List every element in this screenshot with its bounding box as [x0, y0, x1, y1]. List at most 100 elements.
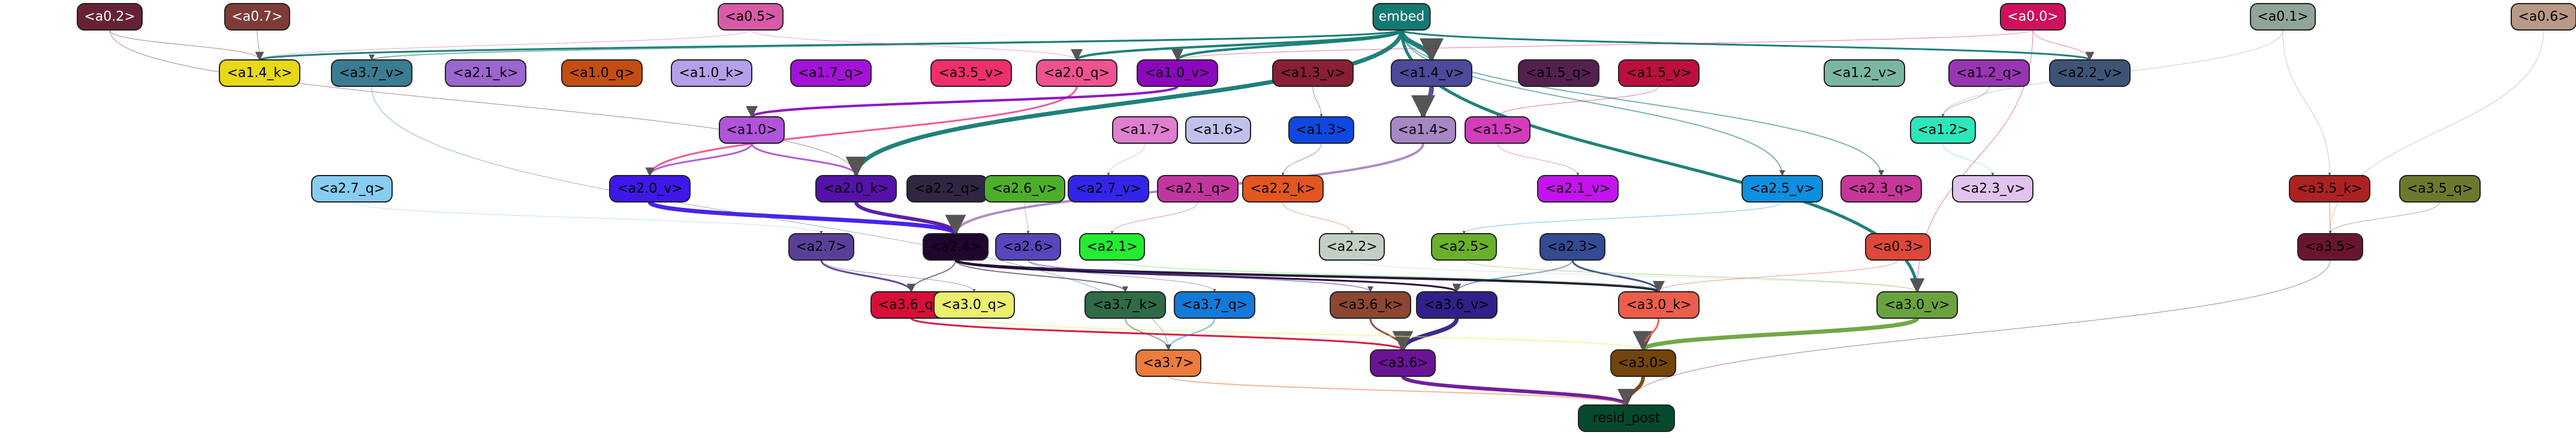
node-a2-7-q[interactable]: <a2.7_q>: [311, 175, 393, 203]
node-a2-1-k[interactable]: <a2.1_k>: [445, 59, 526, 87]
node-a3-2-q[interactable]: <a2.2_q>: [906, 175, 988, 203]
node-box: [311, 175, 393, 203]
node-a0-6[interactable]: <a0.6>: [2511, 3, 2576, 31]
edge-a3.5_q-to-a3.5: [2328, 201, 2441, 234]
node-a2-0-q[interactable]: <a2.0_q>: [1036, 59, 1117, 87]
node-a1-5[interactable]: <a1.5>: [1465, 116, 1530, 144]
node-label: <a1.7>: [1119, 123, 1170, 138]
node-label: <a3.6_q>: [878, 298, 944, 313]
node-a2-1-q[interactable]: <a2.1_q>: [1157, 175, 1239, 203]
edge-a3.6_q-to-a3.6: [910, 317, 1408, 351]
node-a0-2[interactable]: <a0.2>: [77, 3, 143, 31]
node-a3-0-v[interactable]: <a3.0_v>: [1876, 291, 1958, 319]
node-a0-1[interactable]: <a0.1>: [2250, 3, 2316, 31]
node-a3-6-k[interactable]: <a3.6_k>: [1330, 291, 1411, 319]
node-label: <a1.4>: [1397, 123, 1448, 138]
node-label: <a3.5_v>: [938, 66, 1004, 81]
edge-a2.0_v-to-a2.4: [647, 200, 966, 236]
edge-a2.7_q-to-a2.7: [351, 201, 823, 234]
node-embed[interactable]: embed: [1372, 3, 1431, 31]
node-a1-4[interactable]: <a1.4>: [1390, 116, 1456, 144]
node-label: <a3.5_q>: [2407, 182, 2473, 197]
node-label: resid_post: [1593, 411, 1661, 426]
node-a2-7-v[interactable]: <a2.7_v>: [1068, 175, 1149, 203]
node-a0-5[interactable]: <a0.5>: [718, 3, 784, 31]
node-a3-6-v[interactable]: <a3.6_v>: [1416, 291, 1498, 319]
node-a2-3-q[interactable]: <a2.3_q>: [1840, 175, 1922, 203]
node-a3-6-q[interactable]: <a3.6_q>: [870, 291, 952, 319]
node-a3-0[interactable]: <a3.0>: [1610, 349, 1676, 377]
node-a1-0-v[interactable]: <a1.0_v>: [1137, 59, 1218, 87]
node-label: <a3.7_q>: [1182, 298, 1248, 313]
node-a2-7[interactable]: <a2.7>: [788, 233, 854, 261]
edge-a3.0-to-resid_post: [1617, 376, 1645, 407]
node-a2-4[interactable]: <a2.4>: [923, 233, 989, 261]
node-box: [788, 233, 854, 261]
node-box: [1390, 116, 1456, 144]
node-a3-5[interactable]: <a3.5>: [2297, 233, 2363, 261]
node-a1-7[interactable]: <a1.7>: [1112, 116, 1178, 144]
node-label: embed: [1379, 10, 1424, 25]
node-a2-3[interactable]: <a2.3>: [1539, 233, 1605, 261]
node-a2-5-v[interactable]: <a2.5_v>: [1742, 175, 1823, 203]
node-a2-2-v[interactable]: <a2.2_v>: [2049, 59, 2131, 87]
node-a2-2-k[interactable]: <a2.2_k>: [1242, 175, 1324, 203]
edge-a2.2_k-to-a2.2: [1282, 201, 1354, 234]
node-a1-6[interactable]: <a1.6>: [1185, 116, 1251, 144]
node-a1-5-q[interactable]: <a1.5_q>: [1518, 59, 1599, 87]
node-label: <a1.5>: [1472, 123, 1523, 138]
node-a2-6[interactable]: <a2.6>: [995, 233, 1061, 261]
node-a1-3-v[interactable]: <a1.3_v>: [1272, 59, 1354, 87]
edge-a2.1-to-a3.0_k: [1111, 259, 1661, 292]
node-a0-7[interactable]: <a0.7>: [224, 3, 290, 31]
node-a1-0-q[interactable]: <a1.0_q>: [561, 59, 643, 87]
node-label: <a1.2>: [1917, 123, 1968, 138]
node-a1-2-q[interactable]: <a1.2_q>: [1948, 59, 2030, 87]
node-a3-0-k[interactable]: <a3.0_k>: [1618, 291, 1700, 319]
edge-a2.4-to-a3.7_k: [955, 259, 1128, 292]
edge-a0.2-to-a2.0_k: [109, 29, 858, 176]
node-box: [1465, 116, 1530, 144]
node-a3-0-q[interactable]: <a3.0_q>: [933, 291, 1015, 319]
edge-a3.5-to-resid_post: [1625, 259, 2331, 406]
node-a1-5-v[interactable]: <a1.5_v>: [1618, 59, 1700, 87]
node-a2-1-v[interactable]: <a2.1_v>: [1537, 175, 1619, 203]
node-a1-7-q[interactable]: <a1.7_q>: [790, 59, 872, 87]
node-a1-2[interactable]: <a1.2>: [1910, 116, 1976, 144]
node-a3-7[interactable]: <a3.7>: [1135, 349, 1201, 377]
node-label: <a3.0_k>: [1626, 298, 1691, 313]
node-box: [2049, 59, 2131, 87]
node-a2-0-k[interactable]: <a2.0_k>: [815, 175, 897, 203]
node-a1-4-k[interactable]: <a1.4_k>: [219, 59, 300, 87]
edge-a3.0_q-to-a3.0: [974, 318, 1646, 351]
node-a2-0-v[interactable]: <a2.0_v>: [609, 175, 691, 203]
node-box: [2250, 3, 2316, 31]
node-a2-1[interactable]: <a2.1>: [1079, 233, 1145, 261]
node-box: [1865, 233, 1931, 261]
node-a3-5-k[interactable]: <a3.5_k>: [2289, 175, 2370, 203]
node-a3-7-q[interactable]: <a3.7_q>: [1174, 291, 1255, 319]
node-label: <a0.2>: [84, 10, 135, 25]
node-a2-6-v[interactable]: <a2.6_v>: [984, 175, 1065, 203]
node-a3-5-q[interactable]: <a3.5_q>: [2399, 175, 2481, 203]
node-a2-2[interactable]: <a2.2>: [1319, 233, 1385, 261]
node-a3-7-v[interactable]: <a3.7_v>: [331, 59, 412, 87]
node-a1-0-k[interactable]: <a1.0_k>: [671, 59, 752, 87]
node-a3-6[interactable]: <a3.6>: [1370, 349, 1436, 377]
node-a1-0[interactable]: <a1.0>: [719, 116, 785, 144]
node-a0-3[interactable]: <a0.3>: [1865, 233, 1931, 261]
node-a3-5-v[interactable]: <a3.5_v>: [930, 59, 1012, 87]
node-box: [815, 175, 897, 203]
node-a1-3[interactable]: <a1.3>: [1288, 116, 1354, 144]
node-box: [1840, 175, 1922, 203]
node-a2-5[interactable]: <a2.5>: [1431, 233, 1497, 261]
node-a3-7-k[interactable]: <a3.7_k>: [1084, 291, 1166, 319]
node-resid-post[interactable]: resid_post: [1578, 404, 1675, 432]
node-label: <a2.1_k>: [453, 66, 518, 81]
node-a1-2-v[interactable]: <a1.2_v>: [1824, 59, 1905, 87]
node-a0-0[interactable]: <a0.0>: [2000, 3, 2066, 31]
node-a1-4-v[interactable]: <a1.4_v>: [1391, 59, 1472, 87]
node-a2-3-v[interactable]: <a2.3_v>: [1952, 175, 2033, 203]
node-box: [1578, 404, 1675, 432]
edge-a1.2_q-to-a1.2: [1941, 86, 1990, 117]
